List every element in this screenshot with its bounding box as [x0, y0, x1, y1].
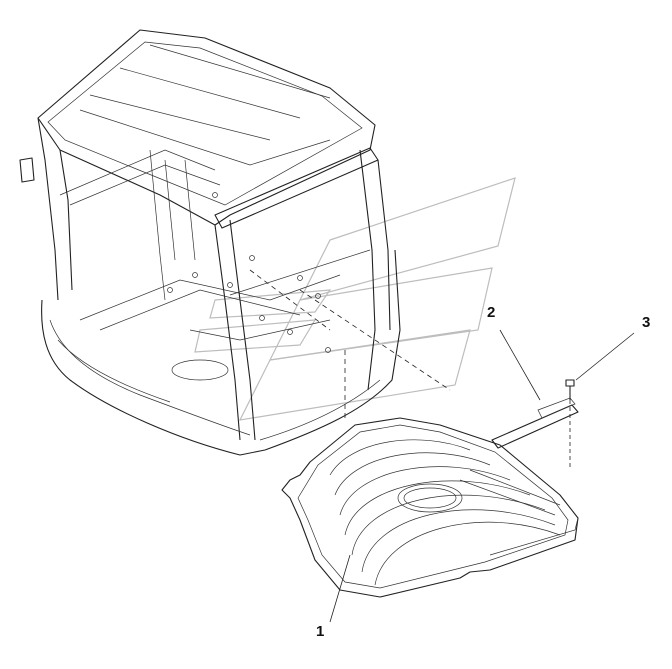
watermark-logo	[194, 177, 516, 421]
leader-line-1	[329, 554, 351, 623]
leader-line-2	[499, 329, 541, 401]
callout-1: 1	[316, 623, 324, 640]
leader-line-3	[575, 332, 635, 381]
retaining-strip	[491, 397, 579, 449]
callout-3: 3	[642, 314, 650, 331]
floor-mat	[281, 417, 579, 598]
callout-2: 2	[487, 304, 495, 321]
screw	[565, 379, 575, 470]
cab-frame	[19, 29, 451, 456]
